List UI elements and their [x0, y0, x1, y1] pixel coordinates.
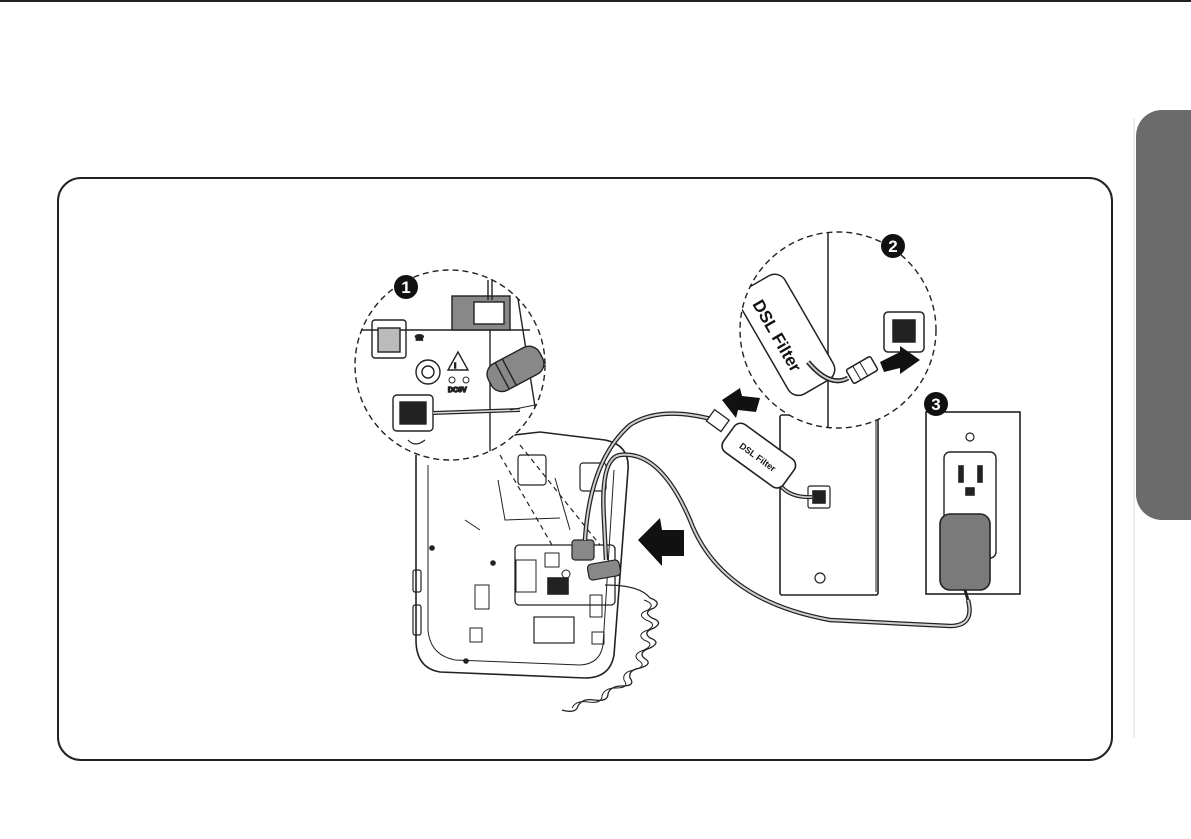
step-3-badge: 3	[924, 392, 948, 416]
ac-adapter	[940, 514, 990, 600]
step-1-number: 1	[401, 278, 410, 297]
step-1-badge: 1	[394, 275, 418, 299]
step-3-number: 3	[931, 395, 940, 414]
step-2-badge: 2	[881, 234, 905, 258]
phone-base	[413, 432, 628, 678]
arrow-into-filter	[722, 388, 760, 418]
arrow-into-base	[638, 518, 684, 566]
step-2-number: 2	[888, 237, 897, 256]
zoom-circle-dsl-filter: DSL Filter	[734, 225, 938, 435]
rj11-plug	[706, 410, 729, 432]
svg-text:!: !	[454, 363, 456, 370]
cables	[585, 414, 970, 626]
power-rating-label: DC9V	[448, 387, 467, 394]
wall-phone-plate	[780, 415, 878, 595]
phone-icon-a: ☎	[415, 334, 424, 342]
